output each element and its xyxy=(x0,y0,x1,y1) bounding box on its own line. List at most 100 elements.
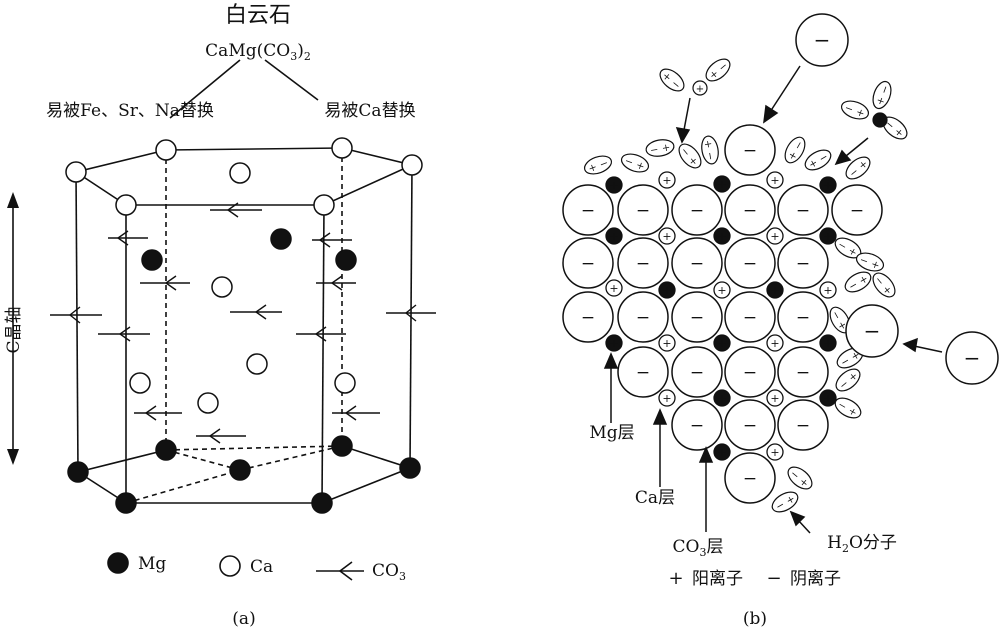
ca-cation: + xyxy=(766,334,784,352)
ca-cation: + xyxy=(713,281,731,299)
anion: − xyxy=(617,291,669,343)
h2o-label: H2O分子 xyxy=(827,533,897,555)
mg-atom xyxy=(331,435,353,457)
water-molecule: −+ xyxy=(840,100,870,120)
cation-symbol: + xyxy=(668,568,683,589)
ca-atom xyxy=(211,276,233,298)
mg-cation: + xyxy=(819,227,837,245)
svg-text:−: − xyxy=(964,346,981,370)
ca-atom xyxy=(313,194,335,216)
mg-atom xyxy=(311,492,333,514)
svg-text:−: − xyxy=(864,319,881,343)
anion-charge: − xyxy=(636,363,650,383)
co3-group xyxy=(316,275,356,291)
cation-charge: + xyxy=(662,230,671,243)
ca-cation: + xyxy=(766,171,784,189)
mineral-formula: CaMg(CO3)2 xyxy=(205,41,311,63)
anion-charge: − xyxy=(796,416,810,436)
anion-charge: − xyxy=(636,254,650,274)
cation-charge: + xyxy=(717,337,726,350)
mg-cation: + xyxy=(819,334,837,352)
cation-charge: + xyxy=(662,284,671,297)
mg-cation: + xyxy=(766,281,784,299)
co3-group xyxy=(108,230,148,246)
water-molecules: +−−+−+−++−+−+−−+−+−+−+−+−+−+−+−+−+−++−+−… xyxy=(583,58,908,513)
anion-charge: − xyxy=(743,416,757,436)
legend-ca-marker xyxy=(219,555,241,577)
cation-charge: + xyxy=(770,230,779,243)
ca-atom xyxy=(65,161,87,183)
legend-a: Mg Ca CO3 xyxy=(107,552,406,583)
cation-charge: + xyxy=(770,392,779,405)
water-molecule: −+ xyxy=(645,139,675,157)
cation-charge: + xyxy=(609,282,618,295)
water-charge: + xyxy=(869,259,881,272)
ca-atom xyxy=(229,162,251,184)
anion-charge: − xyxy=(690,201,704,221)
co3-group xyxy=(50,306,102,324)
mg-atom xyxy=(67,461,89,483)
co3-groups xyxy=(50,202,436,444)
right-substitution-note: 易被Ca替换 xyxy=(324,101,415,121)
cation-charge: + xyxy=(717,392,726,405)
cation-charge: + xyxy=(696,84,704,95)
cation-charge: + xyxy=(823,284,832,297)
cation-label: 阳离子 xyxy=(692,569,743,589)
ion-legend: + 阳离子 − 阴离子 xyxy=(668,568,841,589)
anion-charge: − xyxy=(690,308,704,328)
co3-group xyxy=(230,304,282,320)
water-molecule: −+ xyxy=(835,368,861,392)
ca-atom xyxy=(129,372,151,394)
anion: − xyxy=(724,184,776,236)
water-molecule: +− xyxy=(784,136,806,164)
anion-charge: − xyxy=(581,308,595,328)
co3-group xyxy=(296,326,346,342)
mg-atom xyxy=(270,228,292,250)
anion: − xyxy=(671,399,723,451)
anion: − xyxy=(777,399,829,451)
legend-co3-marker xyxy=(316,561,364,581)
ca-cation: + xyxy=(766,227,784,245)
anion: − xyxy=(724,237,776,289)
cation-charge: + xyxy=(662,392,671,405)
cation-charge: + xyxy=(770,446,779,459)
mg-cation: + xyxy=(713,389,731,407)
anion: − xyxy=(777,184,829,236)
water-molecule: −+ xyxy=(845,156,871,180)
anion-charge: − xyxy=(743,201,757,221)
cation-charge: + xyxy=(823,392,832,405)
anion-charge: − xyxy=(743,363,757,383)
ca-atom xyxy=(334,372,356,394)
water-charge: + xyxy=(701,139,713,149)
ca-atom xyxy=(246,353,268,375)
anion-label: 阴离子 xyxy=(790,569,841,589)
mg-cation: + xyxy=(605,334,623,352)
svg-text:−: − xyxy=(814,28,831,52)
anion-charge: − xyxy=(636,308,650,328)
anion: − xyxy=(724,399,776,451)
anion: − xyxy=(724,452,776,504)
mg-cation: + xyxy=(713,443,731,461)
formula-branch-left xyxy=(169,59,241,119)
legend-co3-label: CO3 xyxy=(372,561,406,583)
anion: − xyxy=(724,124,776,176)
mg-atom xyxy=(155,439,177,461)
water-charge: + xyxy=(661,142,671,154)
cation-charge: + xyxy=(876,116,884,127)
legend-ca-label: Ca xyxy=(250,557,273,577)
anion: − xyxy=(562,291,614,343)
mg-atom xyxy=(115,492,137,514)
ca-cation: + xyxy=(658,389,676,407)
left-substitution-note: 易被Fe、Sr、Na替换 xyxy=(46,101,214,121)
anion-charge: − xyxy=(796,254,810,274)
cation-charge: + xyxy=(717,446,726,459)
mg-atom xyxy=(229,459,251,481)
ca-atom xyxy=(155,139,177,161)
ca-cation: + xyxy=(658,227,676,245)
cation-charge: + xyxy=(717,230,726,243)
formula-branch-right xyxy=(264,59,319,101)
anion-charge: − xyxy=(690,363,704,383)
water-molecule: −+ xyxy=(829,306,851,334)
water-molecule: −+ xyxy=(787,466,813,490)
